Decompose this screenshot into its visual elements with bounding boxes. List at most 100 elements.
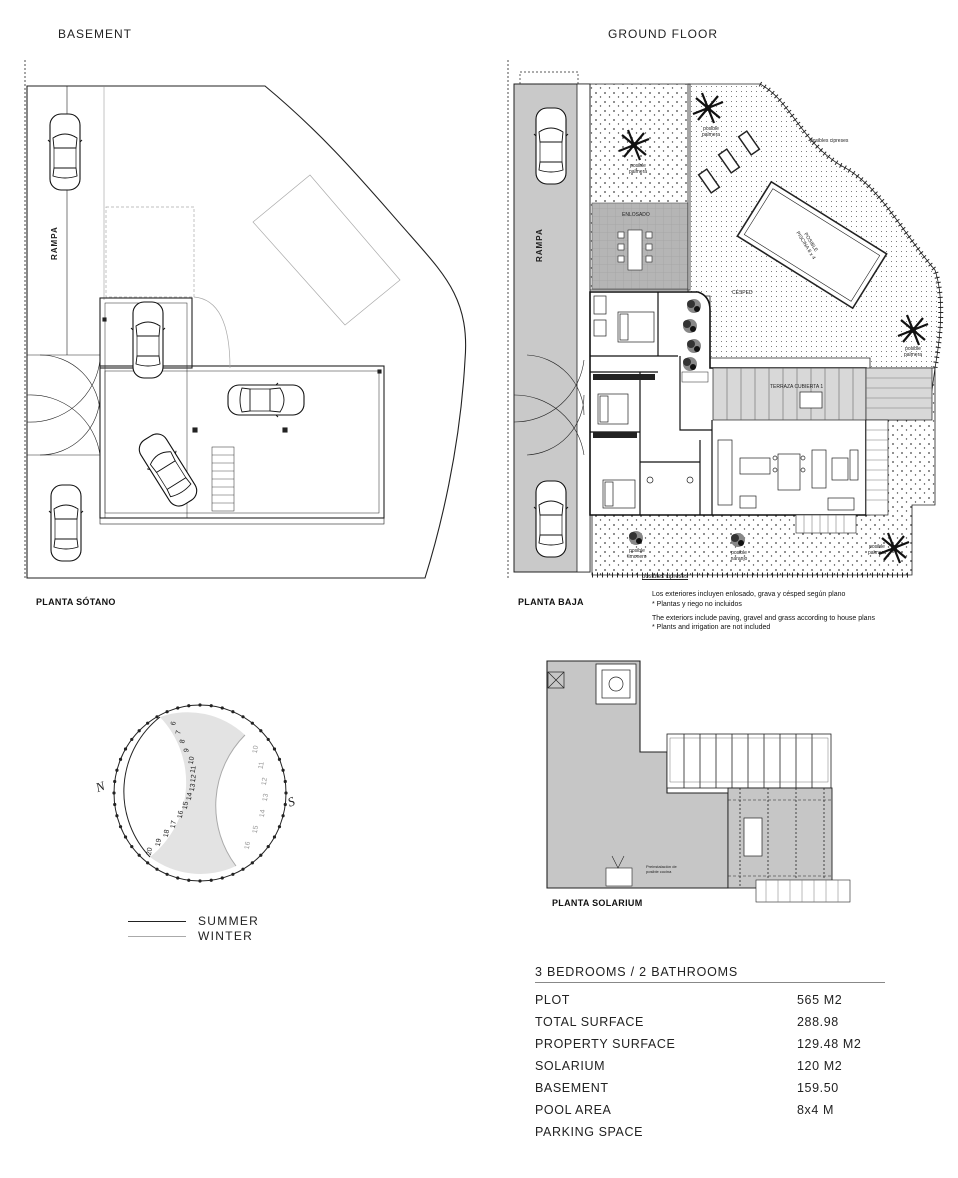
compass-tick — [220, 876, 224, 880]
compass-tick — [165, 872, 169, 876]
summer-hour-label: 12 — [189, 773, 199, 783]
compass-tick — [241, 715, 245, 719]
legend-summer: SUMMER — [128, 914, 259, 928]
legend-winter: WINTER — [128, 929, 253, 943]
preinstalacion-label: Preinstalación de posible cocina — [646, 864, 677, 874]
winter-hour-label: 14 — [258, 809, 267, 818]
compass-tick — [176, 706, 180, 710]
compass-tick — [272, 747, 277, 751]
cesped-label: CÉSPED — [732, 290, 753, 296]
compass-tick — [198, 703, 202, 707]
spec-row-parking-space: PARKING SPACE — [535, 1125, 644, 1139]
compass-tick — [113, 802, 117, 807]
compass-tick — [266, 844, 270, 849]
compass-tick — [209, 878, 213, 882]
compass-tick — [115, 814, 119, 818]
compass-tick — [187, 878, 191, 882]
winter-hour-label: 13 — [261, 793, 271, 802]
compass-tick — [259, 729, 263, 733]
legend-summer-label: SUMMER — [198, 914, 260, 928]
compass-tick — [266, 737, 270, 742]
palmera-label-4: posible palmera — [867, 544, 887, 556]
compass-tick — [123, 835, 128, 839]
specs-divider — [535, 982, 885, 983]
limonero-label: posible limonero — [627, 548, 647, 560]
ground-plan-label: PLANTA BAJA — [518, 597, 584, 607]
compass-tick — [187, 704, 191, 708]
note-es-2: * Plantas y riego no incluidos — [652, 601, 742, 608]
compass-tick — [272, 835, 277, 839]
note-es-1: Los exteriores incluyen enlosado, grava … — [652, 591, 846, 598]
summer-hour-label: 16 — [176, 810, 185, 820]
sun-path-diagram — [112, 703, 288, 883]
specs-title: 3 BEDROOMS / 2 BATHROOMS — [535, 965, 739, 979]
compass-tick — [137, 729, 141, 733]
palmera-label-2: posible palmera — [701, 126, 721, 138]
compass-tick — [284, 791, 288, 795]
cipreses-label-top: posibles cipreses — [810, 138, 849, 144]
ground-rampa-label: RAMPA — [535, 228, 544, 262]
ground-floor-header: GROUND FLOOR — [608, 27, 719, 41]
compass-tick — [241, 867, 245, 871]
compass-tick — [176, 876, 180, 880]
basement-plan — [24, 60, 467, 580]
naranjo-label: posible naranjo — [730, 550, 748, 562]
compass-tick — [231, 710, 235, 714]
compass-tick — [250, 721, 254, 725]
solarium-plan — [546, 660, 851, 903]
compass-tick — [283, 802, 287, 807]
compass-tick — [283, 779, 287, 784]
compass-tick — [112, 791, 116, 795]
legend-winter-label: WINTER — [198, 929, 254, 943]
winter-hour-label: 11 — [257, 761, 266, 770]
cipreses-label-bottom: posibles cipreses — [642, 574, 689, 580]
solarium-plan-label: PLANTA SOLARIUM — [552, 898, 643, 908]
ground-plan — [507, 60, 944, 580]
compass-tick — [165, 710, 169, 714]
winter-hour-label: 16 — [243, 841, 253, 850]
compass-tick — [130, 844, 134, 849]
compass-tick — [220, 706, 224, 710]
basement-plan-label: PLANTA SÓTANO — [36, 597, 116, 607]
winter-hour-label: 10 — [251, 745, 261, 754]
compass-tick — [155, 715, 159, 719]
legend-summer-line — [128, 920, 186, 922]
compass-tick — [146, 861, 150, 865]
compass-tick — [231, 872, 235, 876]
summer-hour-label: 19 — [154, 837, 163, 847]
note-en-2: * Plants and irrigation are not included — [652, 624, 771, 631]
palmera-label-3: posible palmera — [903, 346, 923, 358]
compass-tick — [118, 825, 123, 829]
basement-header: BASEMENT — [58, 27, 133, 41]
compass-tick — [155, 867, 159, 871]
note-en-1: The exteriors include paving, gravel and… — [652, 615, 875, 622]
enlosado-label: ENLOSADO — [622, 212, 650, 218]
compass-tick — [130, 737, 134, 742]
compass-tick — [115, 768, 119, 772]
basement-rampa-label: RAMPA — [50, 226, 59, 260]
compass-tick — [277, 825, 282, 829]
legend-winter-line — [128, 935, 186, 937]
summer-hour-label: 20 — [145, 847, 155, 856]
compass-tick — [113, 779, 117, 784]
compass-tick — [137, 853, 141, 857]
compass-tick — [123, 747, 128, 751]
compass-tick — [281, 814, 285, 818]
terraza-label: TERRAZA CUBIERTA 1 — [770, 384, 824, 390]
palmera-label-1: posible palmera — [628, 163, 648, 175]
compass-tick — [277, 757, 282, 761]
summer-hour-label: 11 — [189, 765, 198, 774]
compass-tick — [209, 704, 213, 708]
summer-hour-label: 10 — [187, 755, 197, 765]
compass-tick — [259, 853, 263, 857]
compass-tick — [198, 879, 202, 883]
compass-tick — [250, 861, 254, 865]
summer-hour-label: 18 — [162, 828, 171, 838]
compass-tick — [118, 757, 123, 761]
